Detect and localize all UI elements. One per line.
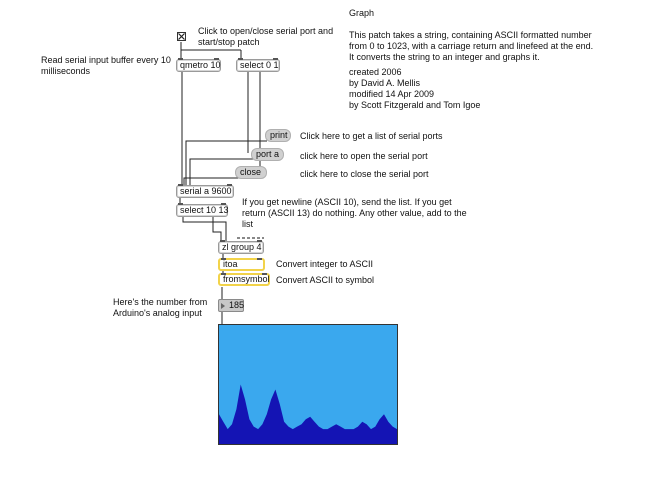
number-triangle-icon xyxy=(221,303,225,309)
select-0-1-object[interactable]: select 0 1 xyxy=(236,58,280,72)
number-value: 185 xyxy=(229,300,245,310)
patch-title: Graph xyxy=(349,8,375,18)
port-a-message[interactable]: port a xyxy=(251,148,284,161)
select-10-13-object[interactable]: select 10 13 xyxy=(176,203,229,217)
fromsymbol-object[interactable]: fromsymbol xyxy=(218,273,270,286)
qmetro-object[interactable]: qmetro 10 xyxy=(176,58,221,72)
graph-plot xyxy=(219,384,397,444)
read-buffer-comment: Read serial input buffer every 10 millis… xyxy=(41,55,171,76)
patch-description: This patch takes a string, containing AS… xyxy=(349,30,594,62)
zl-group-object[interactable]: zl group 4 xyxy=(218,240,264,254)
newline-comment: If you get newline (ASCII 10), send the … xyxy=(242,197,467,229)
graph-fill xyxy=(219,384,397,444)
print-comment: Click here to get a list of serial ports xyxy=(300,131,443,141)
number-comment: Here's the number from Arduino's analog … xyxy=(113,297,208,318)
serial-object[interactable]: serial a 9600 xyxy=(176,184,234,198)
port-comment: click here to open the serial port xyxy=(300,151,428,161)
itoa-object[interactable]: itoa xyxy=(218,258,265,271)
close-message[interactable]: close xyxy=(235,166,267,179)
checkmark-x-icon xyxy=(178,33,185,40)
patch-credits: created 2006 by David A. Mellis modified… xyxy=(349,67,481,110)
itoa-comment: Convert integer to ASCII xyxy=(276,259,374,269)
toggle-comment: Click to open/close serial port and star… xyxy=(198,26,334,47)
serial-toggle[interactable] xyxy=(177,32,186,41)
close-comment: click here to close the serial port xyxy=(300,169,429,179)
print-message[interactable]: print xyxy=(265,129,291,142)
fromsymbol-comment: Convert ASCII to symbol xyxy=(276,275,375,285)
number-box[interactable]: 185 xyxy=(218,299,244,312)
analog-graph[interactable] xyxy=(218,324,398,445)
